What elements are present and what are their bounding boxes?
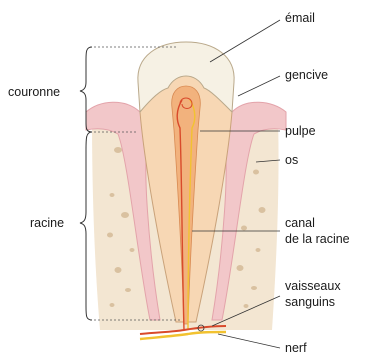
- label-racine: racine: [30, 216, 64, 230]
- label-email: émail: [285, 11, 315, 25]
- label-pulpe: pulpe: [285, 124, 316, 138]
- label-os: os: [285, 153, 298, 167]
- label-vaisseaux-line1: vaisseaux: [285, 279, 341, 293]
- label-gencive: gencive: [285, 68, 328, 82]
- label-canal-line2: de la racine: [285, 232, 350, 246]
- label-couronne: couronne: [8, 85, 60, 99]
- bracket-racine: [80, 132, 92, 320]
- label-vaisseaux-line2: sanguins: [285, 295, 335, 309]
- label-canal-line1: canal: [285, 216, 315, 230]
- label-nerf: nerf: [285, 341, 307, 355]
